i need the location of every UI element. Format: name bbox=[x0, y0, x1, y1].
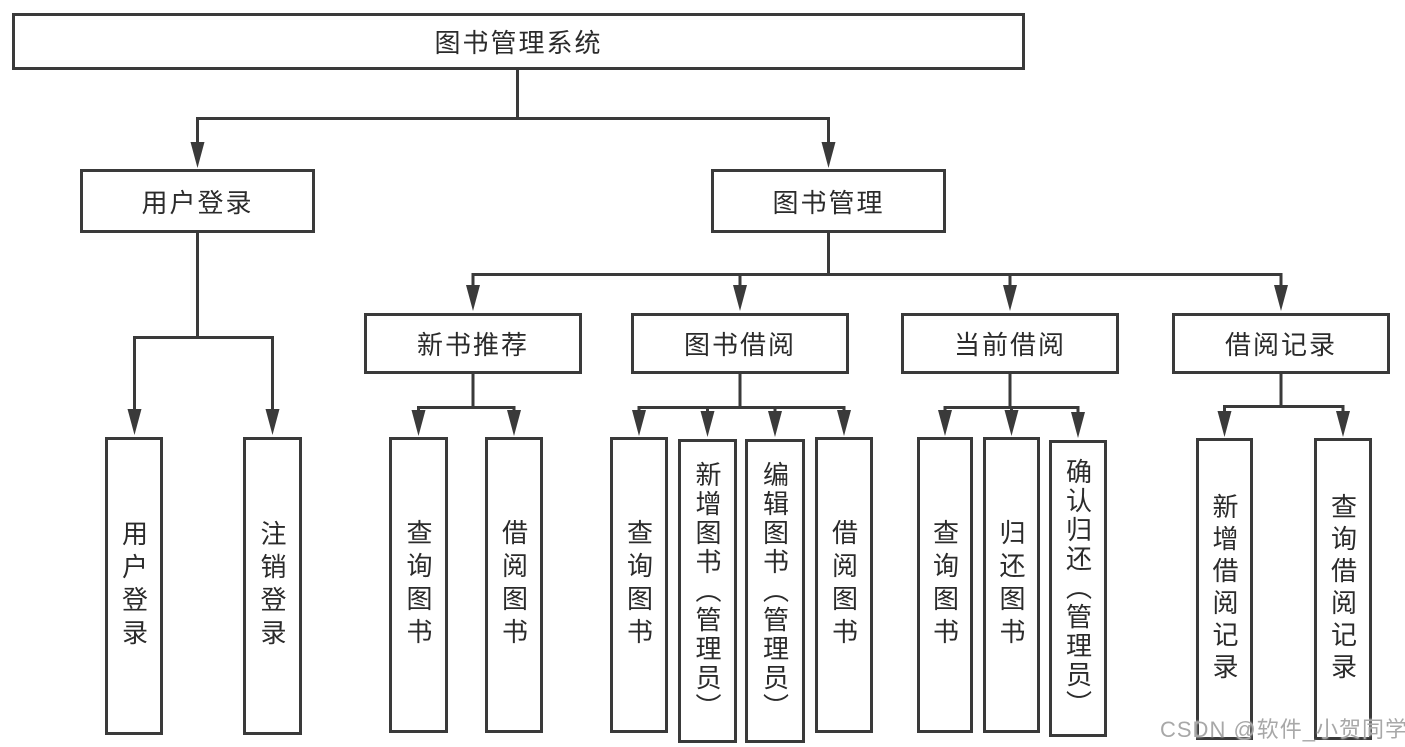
connector-line bbox=[471, 273, 1283, 287]
node-new-book-recommend: 新书推荐 bbox=[364, 313, 582, 374]
arrowhead-icon bbox=[821, 142, 836, 168]
arrowhead-icon bbox=[265, 409, 280, 435]
arrowhead-icon bbox=[1217, 411, 1232, 437]
csdn-watermark: CSDN @软件_小贺同学 bbox=[1160, 717, 1405, 742]
node-book-management: 图书管理 bbox=[711, 169, 946, 233]
leaf-edit-book-admin: 编辑图书（管理员） bbox=[745, 439, 805, 743]
leaf-borrow-books-recommend: 借阅图书 bbox=[485, 437, 543, 733]
arrowhead-icon bbox=[190, 142, 205, 168]
node-current-borrow: 当前借阅 bbox=[901, 313, 1119, 374]
leaf-add-book-admin: 新增图书（管理员） bbox=[678, 439, 737, 743]
connector-line bbox=[133, 336, 274, 412]
arrowhead-icon bbox=[768, 411, 782, 437]
arrowhead-icon bbox=[837, 410, 851, 436]
leaf-query-books-current: 查询图书 bbox=[917, 437, 973, 733]
arrowhead-icon bbox=[1336, 411, 1350, 437]
arrowhead-icon bbox=[733, 285, 747, 311]
leaf-query-books-borrow: 查询图书 bbox=[610, 437, 668, 733]
node-book-borrow: 图书借阅 bbox=[631, 313, 849, 374]
leaf-user-login: 用户登录 bbox=[105, 437, 163, 735]
leaf-logout: 注销登录 bbox=[243, 437, 302, 735]
leaf-query-books-recommend: 查询图书 bbox=[389, 437, 448, 733]
arrowhead-icon bbox=[1003, 285, 1017, 311]
leaf-return-books: 归还图书 bbox=[983, 437, 1040, 733]
arrowhead-icon bbox=[466, 285, 480, 311]
arrowhead-icon bbox=[1071, 412, 1085, 438]
arrowhead-icon bbox=[411, 410, 426, 436]
arrowhead-icon bbox=[1274, 285, 1288, 311]
arrowhead-icon bbox=[507, 410, 521, 436]
connector-line bbox=[943, 406, 1080, 412]
leaf-borrow-books: 借阅图书 bbox=[815, 437, 873, 733]
connector-line bbox=[637, 406, 846, 412]
leaf-add-borrow-record: 新增借阅记录 bbox=[1196, 438, 1253, 740]
arrowhead-icon bbox=[127, 409, 142, 435]
node-library-management-system: 图书管理系统 bbox=[12, 13, 1025, 70]
node-borrow-records: 借阅记录 bbox=[1172, 313, 1390, 374]
leaf-confirm-return-admin: 确认归还（管理员） bbox=[1049, 440, 1107, 737]
node-user-login: 用户登录 bbox=[80, 169, 315, 233]
connector-line bbox=[417, 406, 516, 412]
leaf-query-borrow-record: 查询借阅记录 bbox=[1314, 438, 1372, 740]
arrowhead-icon bbox=[632, 410, 646, 436]
arrowhead-icon bbox=[700, 411, 715, 437]
arrowhead-icon bbox=[1004, 410, 1019, 436]
arrowhead-icon bbox=[938, 410, 952, 436]
connector-line bbox=[196, 117, 830, 143]
connector-line bbox=[1223, 405, 1345, 412]
